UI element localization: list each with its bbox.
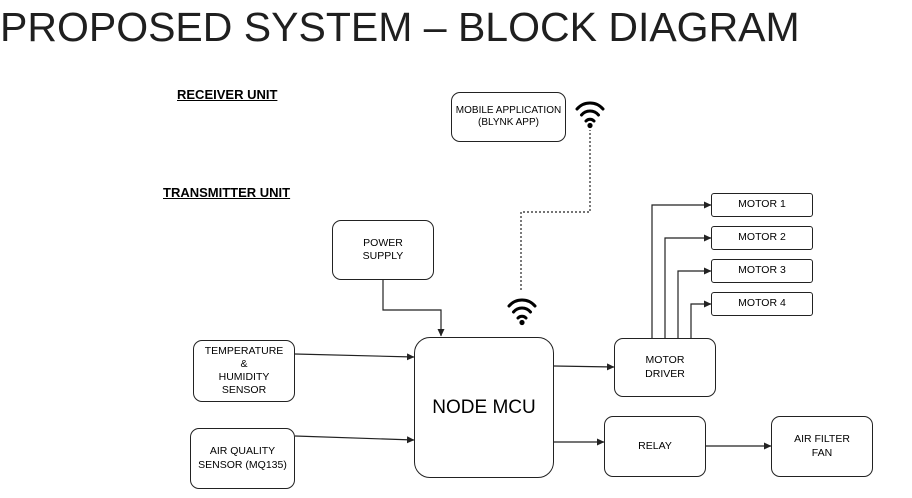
wifi-icon	[575, 101, 605, 129]
air-filter-fan-block: AIR FILTER FAN	[771, 416, 873, 477]
air-quality-sensor-block: AIR QUALITY SENSOR (MQ135)	[190, 428, 295, 489]
driver-to-motor2-arrow	[664, 234, 712, 338]
mcu-to-driver-arrow	[553, 363, 615, 371]
node-mcu-block: NODE MCU	[414, 337, 554, 478]
wireless-link-line	[520, 130, 591, 290]
temp-sensor-arrow	[294, 353, 415, 361]
wifi-icon	[507, 298, 537, 326]
mobile-application-block: MOBILE APPLICATION (BLYNK APP)	[451, 92, 566, 142]
motor-driver-block: MOTOR DRIVER	[614, 338, 716, 397]
motor-3-block: MOTOR 3	[711, 259, 813, 283]
driver-to-motor4-arrow	[690, 300, 712, 338]
motor-1-block: MOTOR 1	[711, 193, 813, 217]
air-quality-arrow	[294, 435, 415, 444]
receiver-unit-label: RECEIVER UNIT	[177, 87, 278, 102]
relay-block: RELAY	[604, 416, 706, 477]
power-supply-arrow	[382, 280, 445, 337]
motor-4-block: MOTOR 4	[711, 292, 813, 316]
slide-title: PROPOSED SYSTEM – BLOCK DIAGRAM	[0, 4, 800, 50]
power-supply-block: POWER SUPPLY	[332, 220, 434, 280]
temperature-humidity-sensor-block: TEMPERATURE & HUMIDITY SENSOR	[193, 340, 295, 402]
driver-to-motor1-arrow	[651, 201, 712, 338]
motor-2-block: MOTOR 2	[711, 226, 813, 250]
driver-to-motor3-arrow	[677, 267, 712, 338]
transmitter-unit-label: TRANSMITTER UNIT	[163, 185, 291, 200]
